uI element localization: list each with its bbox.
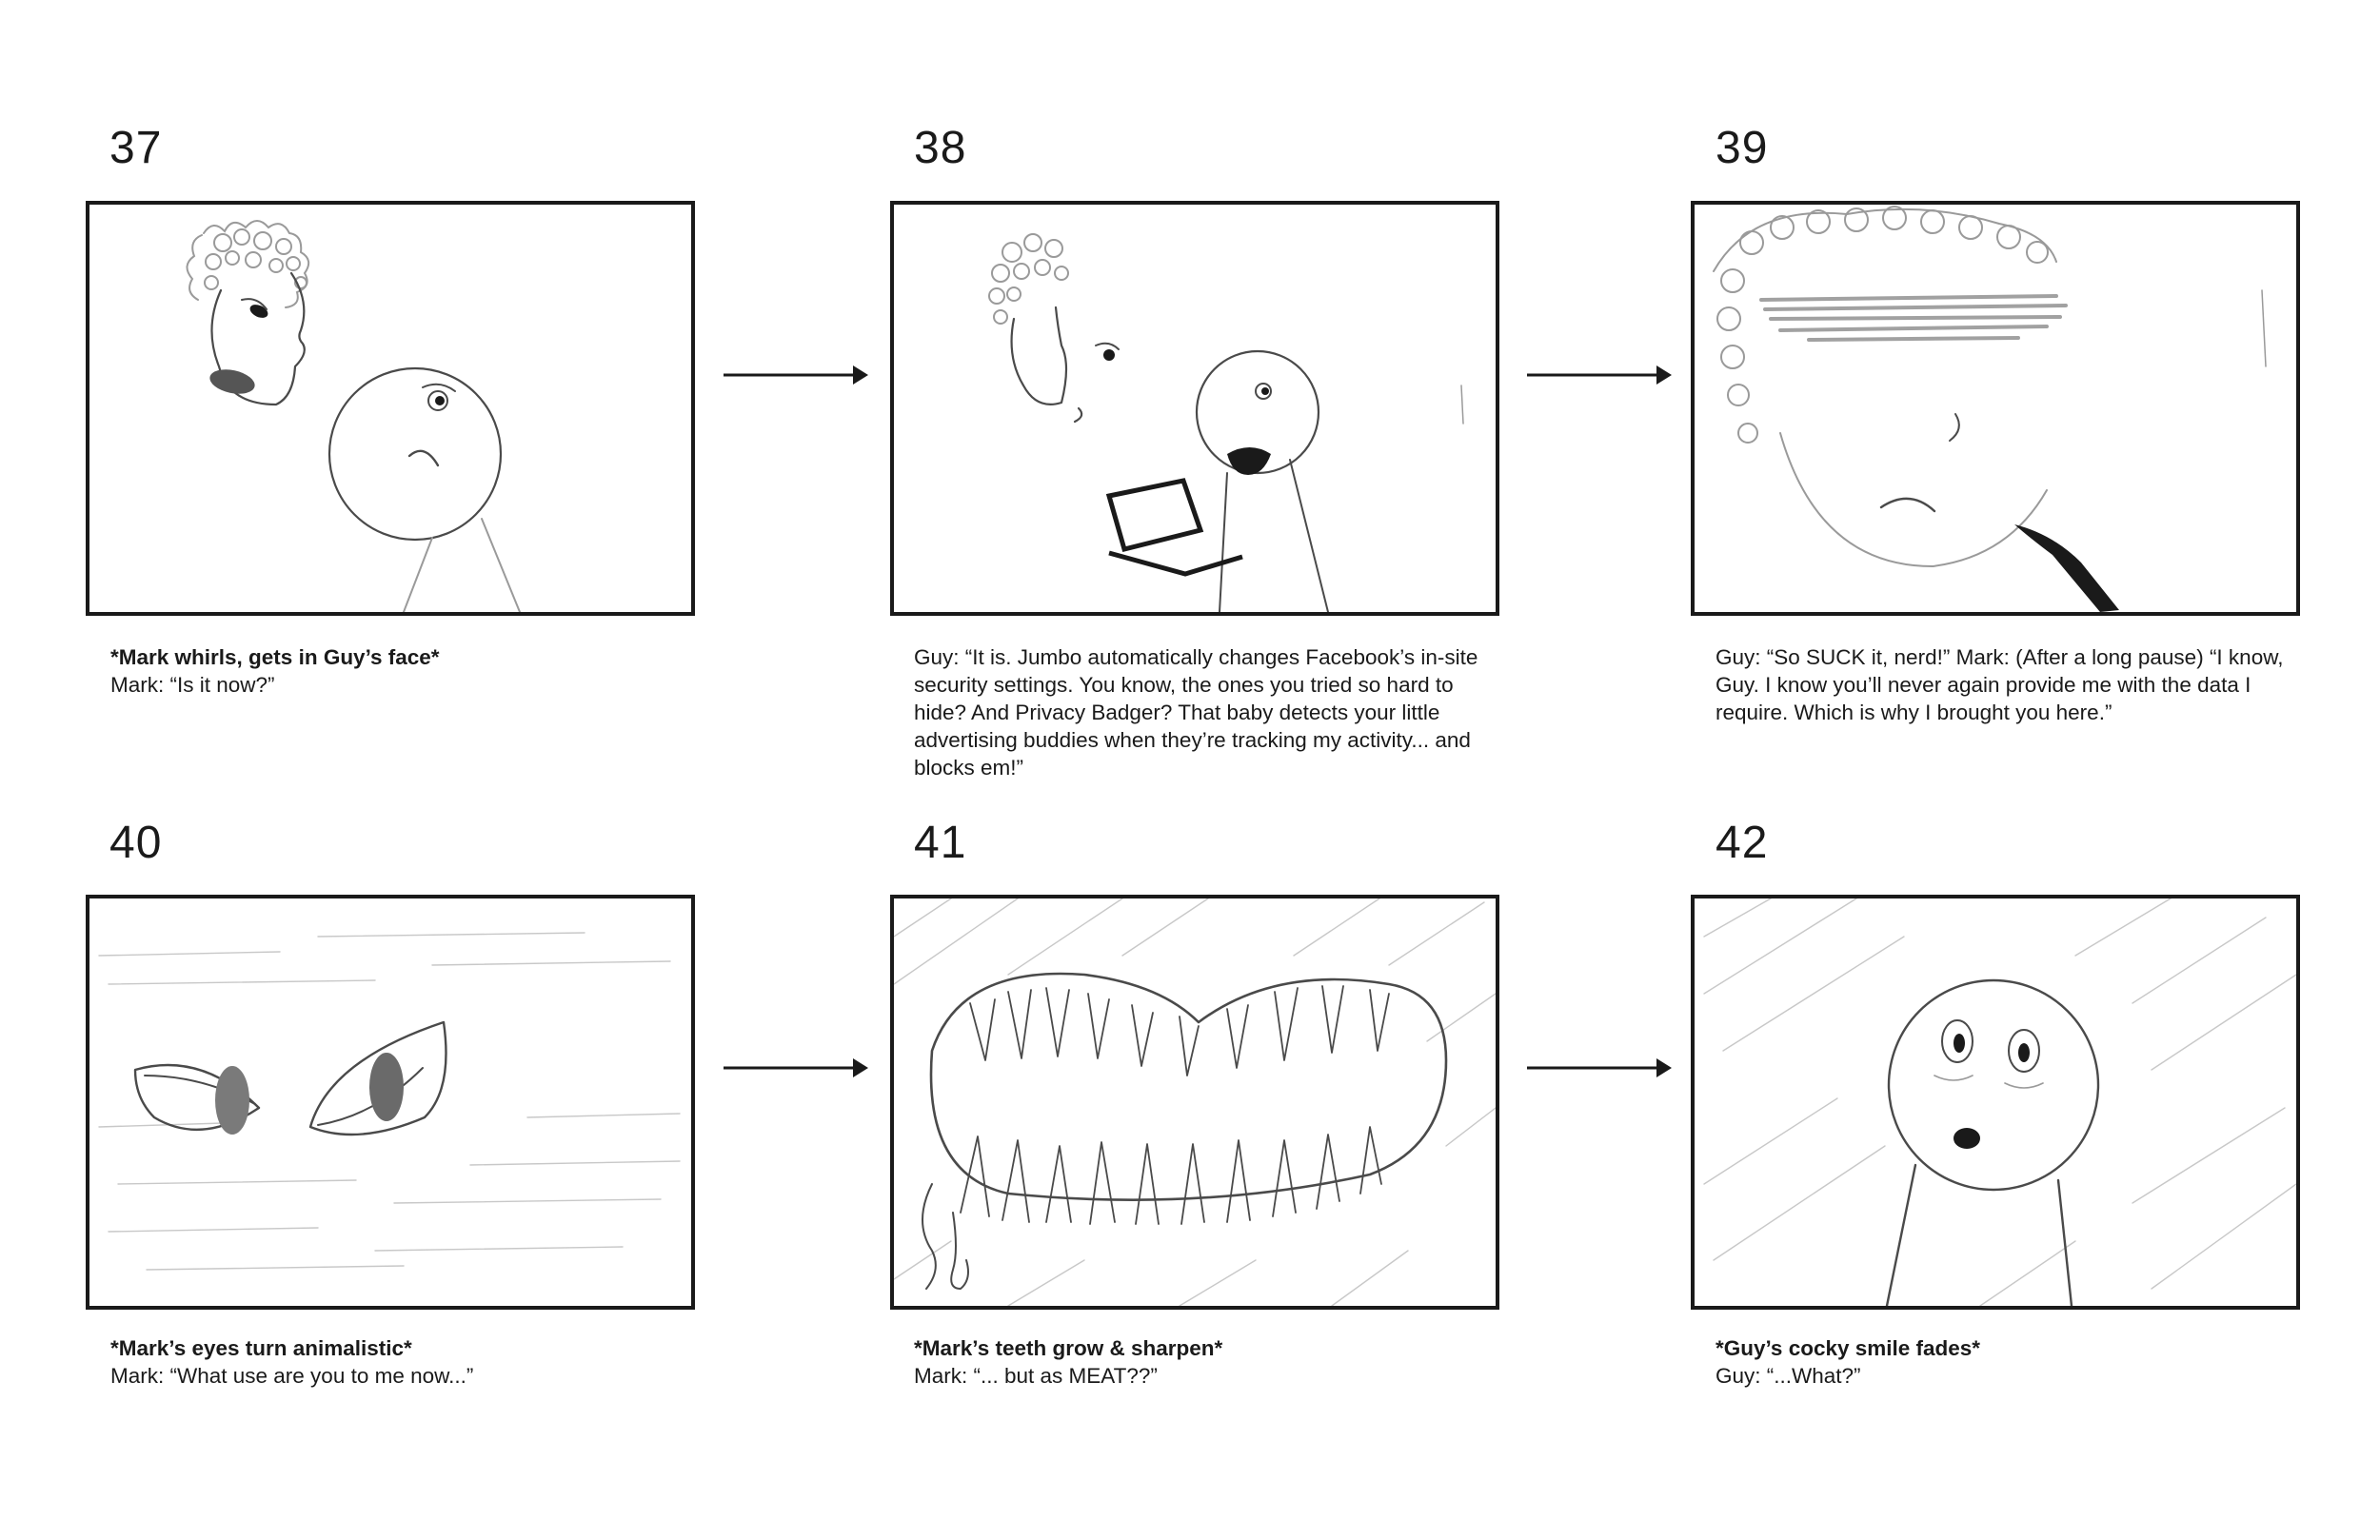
storyboard-frame-40	[86, 895, 695, 1310]
panel-number: 41	[914, 818, 967, 868]
action-note: *Guy’s cocky smile fades*	[1716, 1336, 1981, 1360]
panel-caption: Guy: “So SUCK it, nerd!” Mark: (After a …	[1716, 643, 2306, 726]
action-note: *Mark’s teeth grow & sharpen*	[914, 1336, 1223, 1360]
dialogue-line: Mark: “What use are you to me now...”	[110, 1364, 474, 1388]
sketch-animal-eyes	[98, 932, 681, 1271]
sketch-mark-confronts-guy	[186, 220, 521, 612]
dialogue-line: Mark: “... but as MEAT??”	[914, 1364, 1158, 1388]
storyboard-frame-37	[86, 201, 695, 616]
panel-number: 37	[109, 123, 163, 173]
dialogue-line: Guy: “...What?”	[1716, 1364, 1861, 1388]
panel-caption: *Mark’s eyes turn animalistic* Mark: “Wh…	[110, 1334, 701, 1390]
action-note: *Mark whirls, gets in Guy’s face*	[110, 645, 440, 669]
right-arrow-icon	[1527, 364, 1672, 386]
storyboard-frame-38	[890, 201, 1499, 616]
dialogue-line: Guy: “It is. Jumbo automatically changes…	[914, 645, 1478, 780]
sketch-guy-holds-laptop	[988, 233, 1464, 612]
panel-caption: *Guy’s cocky smile fades* Guy: “...What?…	[1716, 1334, 2306, 1390]
panel-caption: *Mark’s teeth grow & sharpen* Mark: “...…	[914, 1334, 1504, 1390]
dialogue-line: Mark: “Is it now?”	[110, 673, 275, 697]
right-arrow-icon	[1527, 1056, 1672, 1079]
right-arrow-icon	[724, 1056, 868, 1079]
storyboard-frame-39	[1691, 201, 2300, 616]
panel-caption: *Mark whirls, gets in Guy’s face* Mark: …	[110, 643, 701, 699]
dialogue-line: Guy: “So SUCK it, nerd!” Mark: (After a …	[1716, 645, 2284, 724]
panel-number: 39	[1716, 123, 1769, 173]
action-note: *Mark’s eyes turn animalistic*	[110, 1336, 412, 1360]
sketch-mark-shadowed-face	[1713, 206, 2267, 612]
panel-number: 38	[914, 123, 967, 173]
storyboard-frame-41	[890, 895, 1499, 1310]
panel-caption: Guy: “It is. Jumbo automatically changes…	[914, 643, 1504, 781]
panel-number: 42	[1716, 818, 1769, 868]
sketch-guy-shocked	[1703, 898, 2296, 1306]
right-arrow-icon	[724, 364, 868, 386]
storyboard-frame-42	[1691, 895, 2300, 1310]
panel-number: 40	[109, 818, 163, 868]
sketch-sharp-teeth	[894, 898, 1496, 1306]
